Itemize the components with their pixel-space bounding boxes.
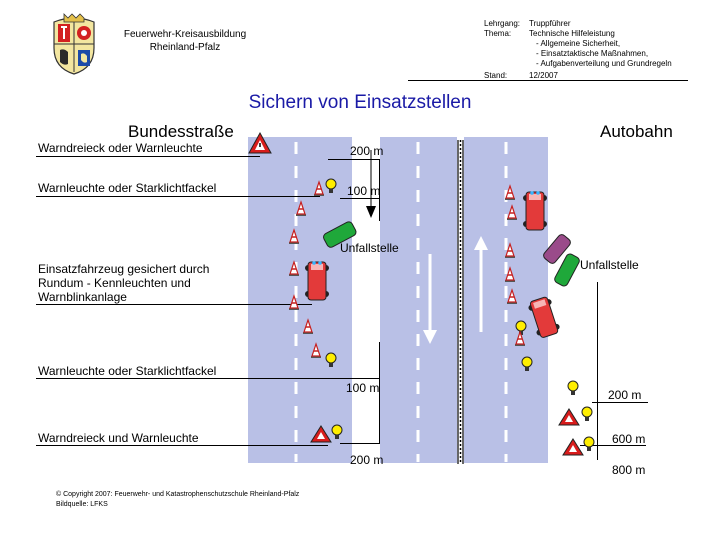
org-line-1: Feuerwehr-Kreisausbildung (123, 29, 247, 40)
road-name-autobahn: Autobahn (600, 122, 673, 141)
traffic-cone-icon (507, 288, 517, 304)
distance-b-top-200m: 200 m (350, 144, 384, 158)
accident-site-label-bundesstrasse: Unfallstelle (340, 241, 399, 255)
label-warnleuchte-oder-starklichtfackel-top: Warnleuchte oder Starklichtfackel (38, 181, 217, 195)
warning-lamp-icon (567, 380, 579, 395)
road-name-bundesstrasse: Bundesstraße (128, 122, 234, 141)
leader-line-4 (36, 378, 380, 379)
distance-line-b-bottom (340, 443, 380, 444)
traffic-cone-icon (311, 342, 321, 358)
label-einsatzfahrzeug-line-1: Einsatzfahrzeug gesichert durch (38, 262, 210, 276)
warning-lamp-icon (325, 352, 337, 367)
direction-arrow-downward (366, 150, 376, 218)
page-title: Sichern von Einsatzstellen (248, 92, 472, 113)
warning-triangle-icon (562, 438, 584, 456)
distance-line-a-600 (580, 445, 646, 446)
distance-line-b-top-200 (328, 159, 380, 160)
warning-lamp-icon (521, 356, 533, 371)
meta-thema-line-4: - Aufgabenverteilung und Grundregeln (536, 59, 672, 68)
traffic-cone-icon (289, 294, 299, 310)
label-warnleuchte-oder-starklichtfackel-bottom: Warnleuchte oder Starklichtfackel (38, 364, 217, 378)
leader-line-5 (36, 445, 328, 446)
fire-truck-bundesstrasse (305, 261, 329, 301)
coat-of-arms-logo (53, 13, 95, 75)
traffic-cone-icon (314, 180, 324, 196)
accident-site-label-autobahn: Unfallstelle (580, 258, 639, 272)
label-warndreieck-oder-warnleuchte: Warndreieck oder Warnleuchte (38, 141, 203, 155)
label-warndreieck-und-warnleuchte: Warndreieck und Warnleuchte (38, 431, 199, 445)
footer-bildquelle: Bildquelle: LFKS (56, 501, 108, 508)
distance-bar-b-top (379, 159, 380, 221)
meta-stand-value: 12/2007 (529, 71, 558, 80)
label-einsatzfahrzeug-line-3: Warnblinkanlage (38, 290, 127, 304)
org-line-2: Rheinland-Pfalz (149, 42, 221, 53)
traffic-cone-icon (289, 260, 299, 276)
traffic-cone-icon (505, 184, 515, 200)
leader-line-1 (36, 156, 260, 157)
traffic-cone-icon (296, 200, 306, 216)
leader-line-3 (36, 304, 312, 305)
warning-lamp-icon (325, 178, 337, 193)
warning-triangle-icon (558, 408, 580, 426)
distance-b-top-100m: 100 m (347, 184, 381, 198)
header-divider (408, 80, 688, 81)
fire-truck-autobahn-top (523, 191, 547, 231)
traffic-cone-icon (505, 242, 515, 258)
distance-bar-a (597, 282, 598, 460)
meta-thema-line-2: - Allgemeine Sicherheit, (536, 39, 621, 48)
meta-thema-line-3: - Einsatztaktische Maßnahmen, (536, 49, 649, 58)
distance-a-800m: 800 m (612, 463, 646, 477)
organization-name: Feuerwehr-Kreisausbildung Rheinland-Pfal… (115, 28, 255, 54)
distance-line-a-200 (592, 402, 648, 403)
distance-a-600m: 600 m (612, 432, 646, 446)
warning-lamp-icon (331, 424, 343, 439)
bundesstrasse-road (248, 137, 352, 463)
warning-triangle-icon (248, 131, 272, 154)
distance-line-b-top-100 (340, 198, 380, 199)
fire-truck-autobahn-bottom (528, 296, 560, 338)
meta-lehrgang-label: Lehrgang: (484, 19, 521, 28)
footer-copyright: © Copyright 2007: Feuerwehr- und Katastr… (56, 491, 300, 498)
distance-a-200m: 200 m (608, 388, 642, 402)
leader-line-2 (36, 196, 320, 197)
label-einsatzfahrzeug-line-2: Rundum - Kennleuchten und (38, 276, 191, 290)
warning-lamp-icon (515, 320, 527, 335)
traffic-cone-icon (289, 228, 299, 244)
meta-thema-label: Thema: (484, 29, 512, 38)
meta-lehrgang-value: Truppführer (529, 19, 571, 28)
crashed-car-green-bundesstrasse (323, 221, 357, 248)
warning-lamp-icon (581, 406, 593, 421)
distance-b-bottom-200m: 200 m (350, 453, 384, 467)
distance-b-bottom-100m: 100 m (346, 381, 380, 395)
traffic-cone-icon (303, 318, 313, 334)
crashed-car-green-autobahn (554, 253, 580, 287)
crashed-car-purple-autobahn (543, 234, 571, 264)
distance-bar-b-bottom (379, 342, 380, 444)
meta-thema-line-1: Technische Hilfeleistung (529, 29, 615, 38)
meta-stand-label: Stand: (484, 71, 508, 80)
traffic-cone-icon (507, 204, 517, 220)
traffic-cone-icon (505, 266, 515, 282)
warning-lamp-icon (583, 436, 595, 451)
traffic-cone-icon (515, 330, 525, 346)
warning-triangle-icon (310, 425, 332, 443)
